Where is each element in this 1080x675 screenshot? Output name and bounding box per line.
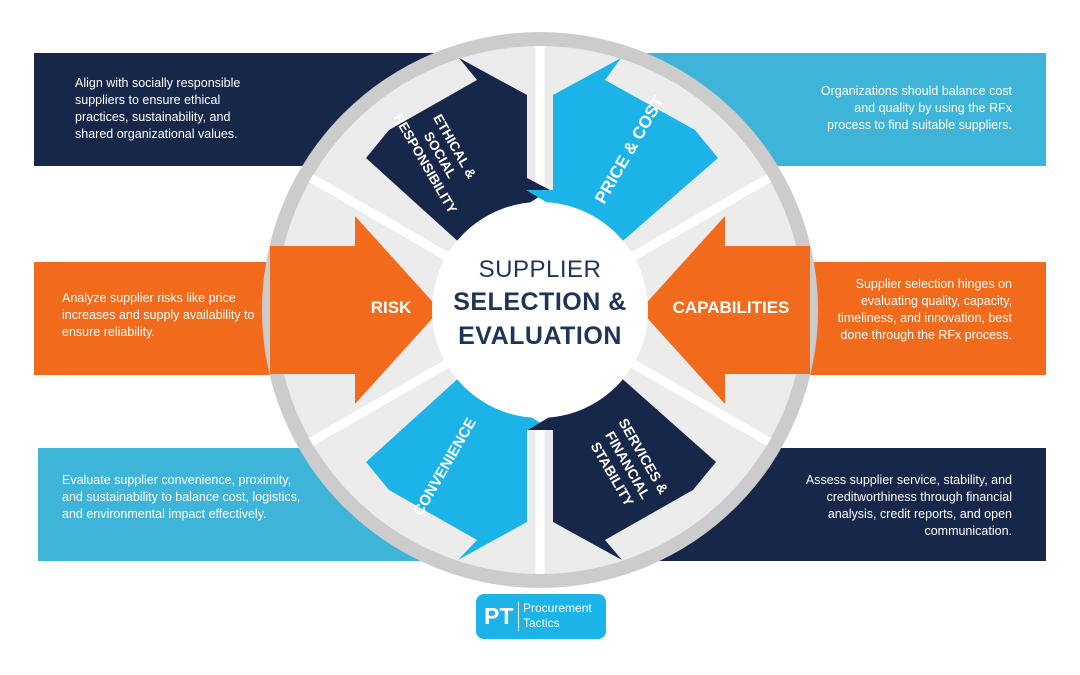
capabilities-label: CAPABILITIES — [672, 298, 790, 317]
capabilities-arrow — [640, 216, 810, 404]
center-title-line3: EVALUATION — [458, 322, 622, 350]
logo-name-line2: Tactics — [523, 616, 560, 630]
convenience-description: Evaluate supplier convenience, proximity… — [62, 473, 301, 521]
risk-arrow — [270, 216, 440, 404]
capabilities-description: Supplier selection hinges on evaluating … — [837, 277, 1012, 342]
services-arrow — [528, 375, 716, 560]
logo-name-line1: Procurement — [523, 601, 592, 615]
center-title: SUPPLIER SELECTION & EVALUATION — [440, 255, 640, 353]
price-description: Organizations should balance cost and qu… — [820, 84, 1012, 132]
ethical-arrow — [366, 58, 550, 245]
ethical-description: Align with socially responsible supplier… — [75, 76, 241, 141]
logo-mark: PT — [484, 603, 514, 629]
convenience-arrow — [366, 375, 552, 560]
center-title-line2: SELECTION & — [453, 288, 627, 316]
center-circle — [432, 202, 648, 418]
price-arrow — [526, 58, 718, 245]
center-title-line1: SUPPLIER — [478, 256, 602, 283]
risk-label: RISK — [370, 298, 412, 317]
services-description: Assess supplier service, stability, and … — [805, 473, 1012, 538]
risk-description: Analyze supplier risks like price increa… — [62, 291, 255, 339]
logo-divider — [518, 602, 519, 631]
logo-name: Procurement Tactics — [523, 601, 592, 631]
procurement-tactics-logo: PT Procurement Tactics — [476, 594, 606, 639]
